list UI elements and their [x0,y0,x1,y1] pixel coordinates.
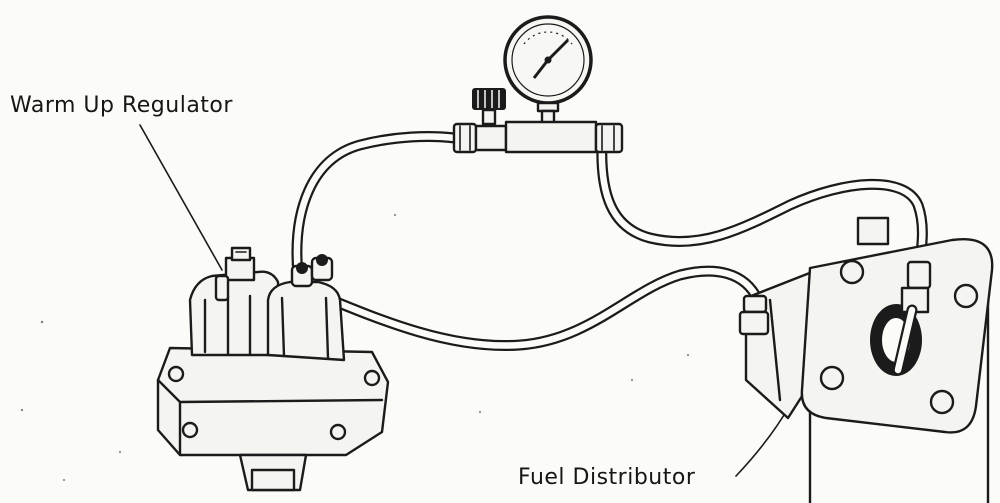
label-warm-up-regulator: Warm Up Regulator [10,93,233,118]
leader-line-regulator [139,124,223,271]
tee-fitting [452,120,624,154]
leader-line-distributor [735,404,791,477]
fuel-line-tee-to-distributor [596,136,928,268]
fuel-distributor [744,216,994,503]
shutoff-valve-icon [472,88,506,126]
fuel-line-regulator-to-tee [291,130,461,281]
distributor-inlet-fitting [738,294,770,336]
pressure-gauge-icon [503,15,593,127]
label-fuel-distributor: Fuel Distributor [518,465,696,490]
scan-speckle [20,214,689,481]
fuel-line-regulator-to-distributor [306,265,764,352]
warm-up-regulator [156,246,390,492]
